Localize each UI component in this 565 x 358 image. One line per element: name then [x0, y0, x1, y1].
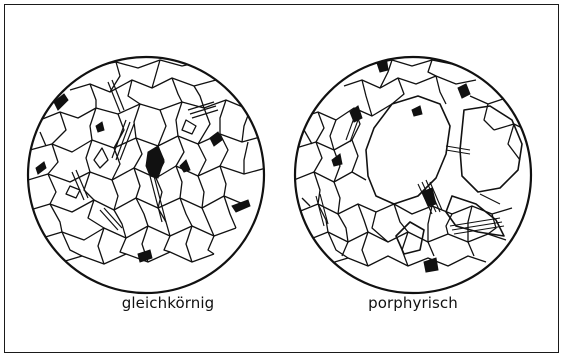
- caption-equigranular: gleichkörnig: [58, 294, 278, 312]
- equigranular-thin-section: [28, 57, 266, 293]
- porphyritic-thin-section: [294, 56, 531, 293]
- phenocryst-medium: [460, 106, 522, 192]
- caption-porphyritic: porphyrisch: [303, 294, 523, 312]
